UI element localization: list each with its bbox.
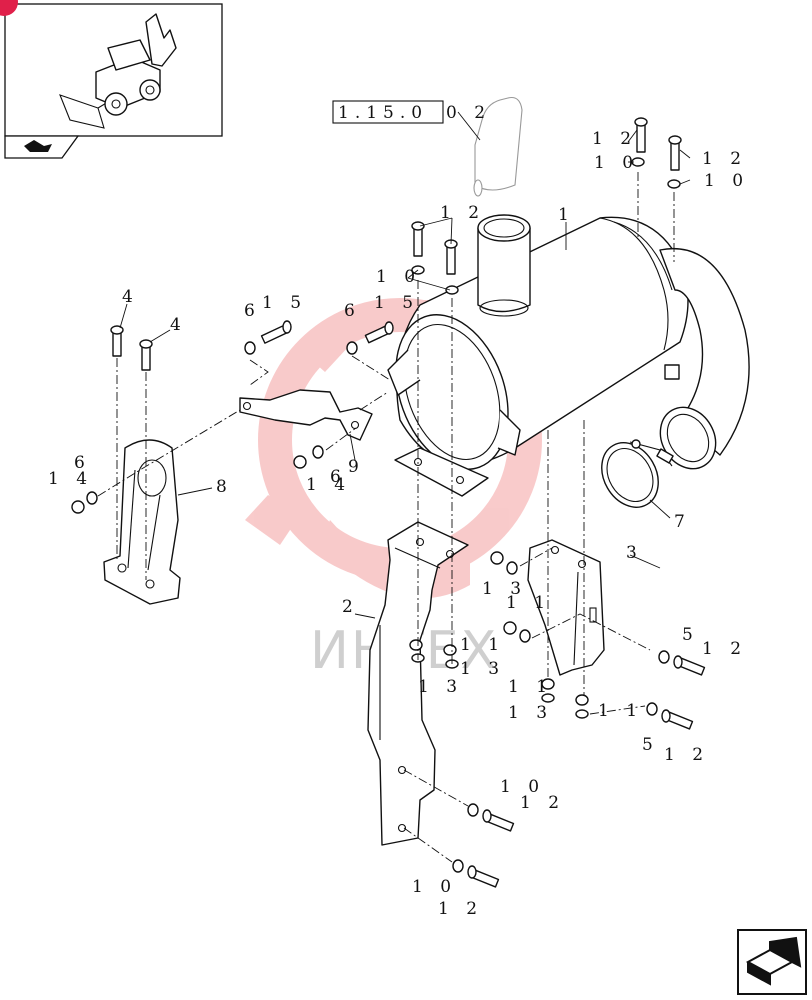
callout-10: 1 0	[594, 153, 639, 173]
nut-11	[541, 678, 555, 690]
fasteners	[71, 117, 706, 888]
bolt-12	[634, 117, 648, 153]
bolt-12	[661, 709, 694, 730]
reference-label: 1.15.0	[338, 103, 428, 123]
bolt-12	[673, 655, 706, 676]
callout-5: 5	[682, 625, 699, 645]
assembly-center-lines	[97, 172, 675, 863]
washer-6	[346, 341, 358, 355]
callout-10: 1 0	[412, 877, 457, 897]
callout-13: 1 3	[418, 677, 463, 697]
reference-suffix: 0 2	[446, 103, 491, 123]
washer-13	[575, 709, 589, 719]
washer-6	[312, 445, 324, 459]
callout-5: 5	[642, 735, 659, 755]
page-arrow-icon[interactable]	[24, 140, 52, 152]
washer-10	[452, 859, 464, 873]
washer-10	[445, 285, 459, 295]
notification-badge	[0, 0, 18, 16]
washer-13	[506, 561, 518, 575]
support-bracket-8	[103, 439, 181, 605]
callout-4: 4	[170, 315, 187, 335]
bracket-3	[527, 539, 605, 676]
bolt-12	[482, 809, 515, 832]
reference-label-box: 1.15.0 0 2	[332, 100, 491, 141]
nut-14	[71, 500, 85, 514]
callout-1: 1	[558, 205, 575, 225]
washer-10	[467, 803, 479, 817]
washer-5	[658, 650, 670, 664]
callout-2: 2	[342, 597, 359, 617]
bolt-4	[139, 339, 153, 371]
callout-13: 1 3	[482, 579, 527, 599]
washer-5	[646, 702, 658, 716]
callout-11: 1 1	[460, 635, 505, 655]
callout-11: 1 1	[506, 593, 551, 613]
callout-11: 1 1	[508, 677, 553, 697]
exhaust-clamp	[601, 439, 674, 508]
callout-10: 1 0	[376, 267, 421, 287]
bracket-2	[367, 521, 469, 846]
bolt-15	[260, 320, 292, 344]
bolt-15	[364, 321, 394, 344]
nut-14	[293, 455, 307, 469]
washer-6	[86, 491, 98, 505]
callout-14: 1 4	[306, 475, 351, 495]
callout-10: 1 0	[704, 171, 749, 191]
bolt-12	[668, 135, 682, 171]
callout-6: 6	[74, 453, 91, 473]
callout-7: 7	[674, 512, 691, 532]
bolt-12	[411, 221, 425, 257]
callout-14: 1 4	[48, 469, 93, 489]
callout-12: 1 2	[520, 793, 565, 813]
ghost-exhaust-pipe	[473, 96, 523, 197]
callout-9: 9	[348, 457, 365, 477]
callout-12: 1 2	[702, 149, 747, 169]
leader-lines	[119, 129, 691, 619]
callout-8: 8	[216, 477, 233, 497]
callout-12: 1 2	[664, 745, 709, 765]
callout-12: 1 2	[702, 639, 747, 659]
nut-11	[443, 644, 457, 656]
callout-12: 1 2	[440, 203, 485, 223]
nut-11	[503, 621, 517, 635]
callout-3: 3	[626, 543, 643, 563]
backhoe-loader-thumbnail-icon	[59, 13, 177, 129]
washer-10	[667, 179, 681, 189]
callout-4: 4	[122, 287, 139, 307]
next-page-arrow-icon[interactable]	[737, 929, 807, 995]
bolt-4	[110, 325, 124, 357]
callout-10: 1 0	[500, 777, 545, 797]
nut-11	[575, 694, 589, 706]
callout-13: 1 3	[508, 703, 553, 723]
callout-11: 1 1	[598, 701, 643, 721]
callout-labels: 1 2 3 4 4 5 5 6 6 6 6 7 8 9 1 0 1 0 1 0 …	[48, 129, 749, 919]
callout-12: 1 2	[592, 129, 637, 149]
callout-6: 6	[330, 467, 347, 487]
nut-11	[490, 551, 504, 565]
nut-11	[409, 639, 423, 651]
callout-6: 6	[244, 301, 261, 321]
callout-12: 1 2	[438, 899, 483, 919]
bolt-12	[444, 239, 458, 275]
muffler	[387, 214, 750, 470]
bolt-12	[467, 865, 500, 888]
callout-15: 1 5	[262, 293, 307, 313]
washer-6	[244, 341, 256, 355]
washer-13	[541, 693, 555, 703]
callout-15: 1 5	[374, 293, 419, 313]
callout-6: 6	[344, 301, 361, 321]
callout-13: 1 3	[460, 659, 505, 679]
washer-13	[519, 629, 531, 643]
